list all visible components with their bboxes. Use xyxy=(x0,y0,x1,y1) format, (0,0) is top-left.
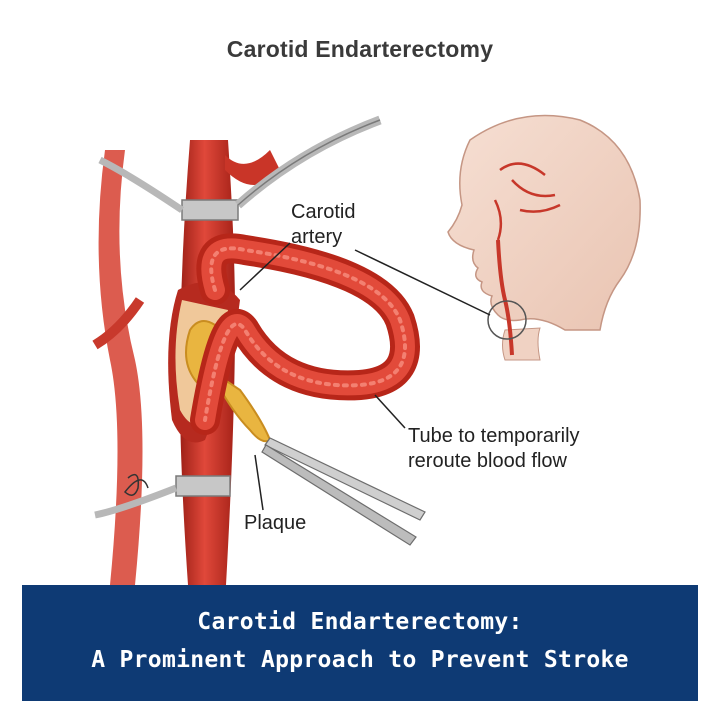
surgery-illustration xyxy=(92,114,641,585)
label-tube-line1: Tube to temporarily xyxy=(408,425,580,447)
label-carotid-line1: Carotid xyxy=(291,201,356,223)
shunt-tube xyxy=(190,233,420,435)
banner-line2: A Prominent Approach to Prevent Stroke xyxy=(91,647,629,673)
forceps xyxy=(261,437,426,546)
caption-banner: Carotid Endarterectomy: A Prominent Appr… xyxy=(22,585,698,701)
label-tube: Tube to temporarily reroute blood flow xyxy=(408,424,580,474)
head-profile xyxy=(447,114,641,361)
label-carotid-line2: artery xyxy=(291,226,343,248)
label-tube-line2: reroute blood flow xyxy=(408,450,567,472)
label-carotid-artery: Carotid artery xyxy=(291,200,355,250)
banner-line1: Carotid Endarterectomy: xyxy=(197,609,523,635)
diagram-title: Carotid Endarterectomy xyxy=(226,36,494,62)
label-plaque: Plaque xyxy=(244,512,307,534)
leader-lines xyxy=(239,242,491,511)
artist-signature xyxy=(123,473,149,496)
vessel-clamps xyxy=(94,115,382,519)
left-vessel xyxy=(92,150,145,585)
